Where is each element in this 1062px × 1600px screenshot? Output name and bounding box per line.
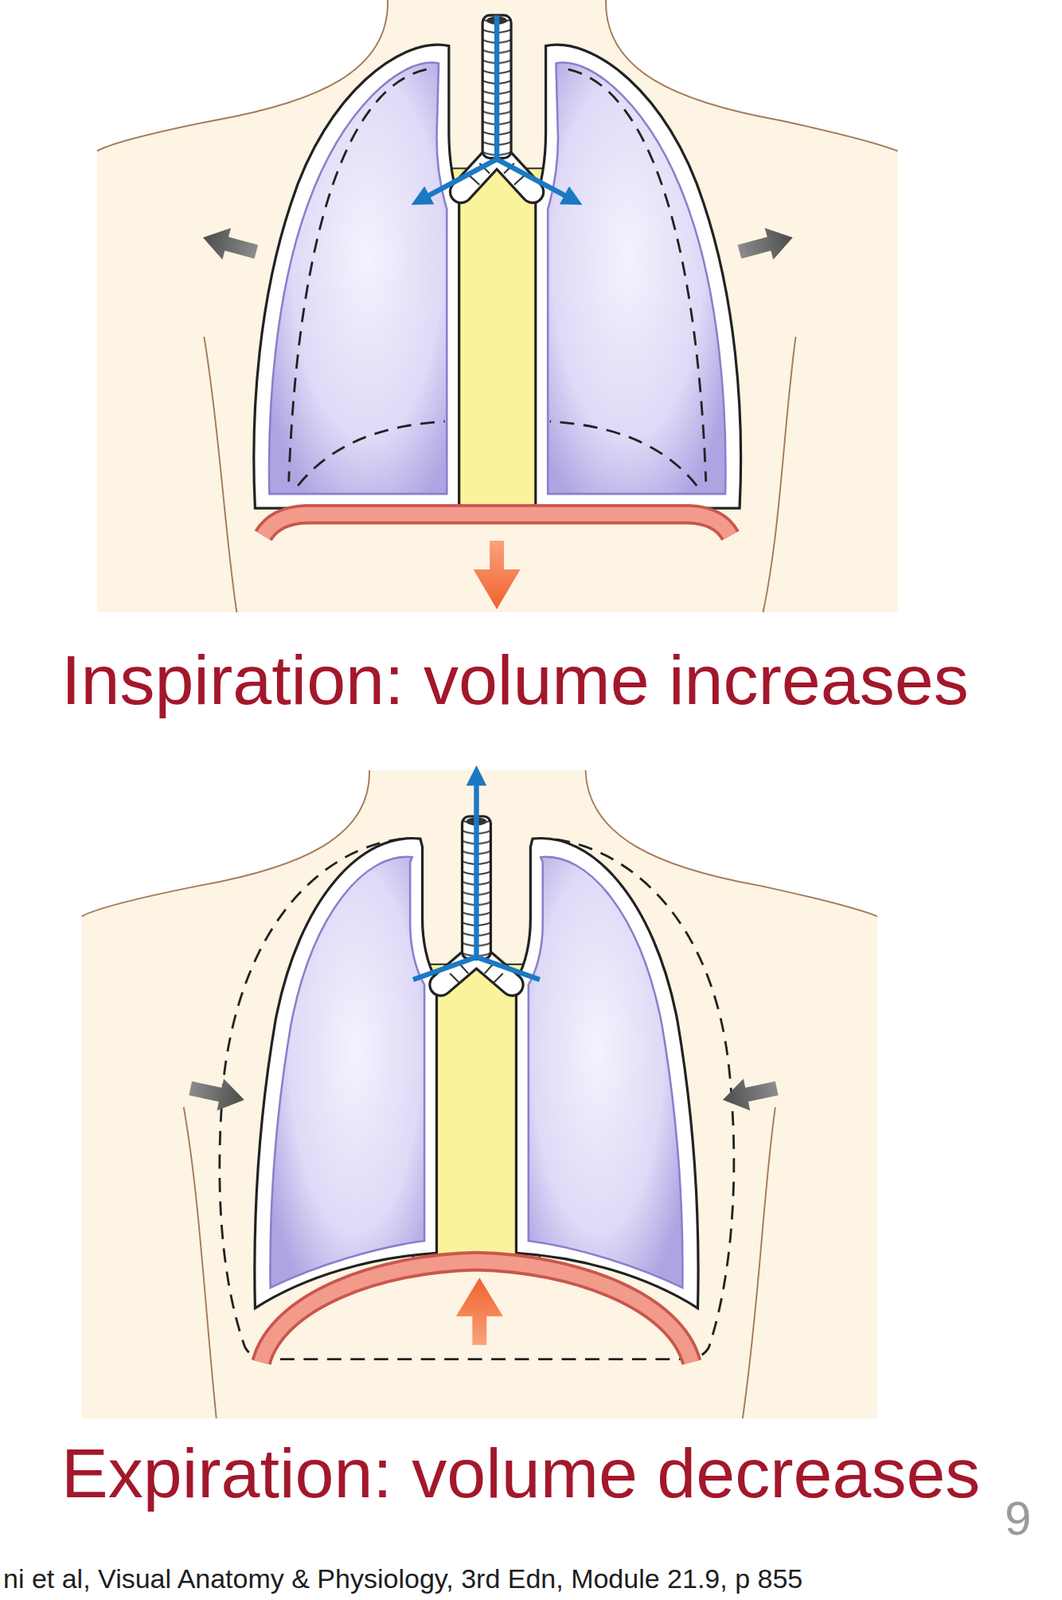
- airflow-arrow: [494, 15, 500, 161]
- rib-movement-arrow: [187, 1072, 781, 1116]
- airflow-arrow: [420, 159, 497, 200]
- source-citation: ni et al, Visual Anatomy & Physiology, 3…: [3, 1563, 803, 1593]
- thorax-inspiration: [263, 514, 731, 536]
- rib-movement-arrow: [199, 221, 797, 268]
- airflow-arrow: [413, 956, 477, 980]
- thorax-expiration: [261, 1261, 692, 1363]
- slide-number: 9: [1004, 1494, 1031, 1543]
- airflow-arrow: [413, 775, 540, 980]
- torso-outline: [203, 336, 237, 613]
- thorax-inspiration: [253, 44, 460, 508]
- torso-outline: [81, 769, 878, 1418]
- diaphragm-arrow: [456, 1276, 504, 1345]
- airflow-arrow: [420, 15, 574, 200]
- diaphragm-arrow: [456, 1276, 504, 1345]
- torso-outline: [742, 1106, 776, 1418]
- thorax-inspiration: [253, 15, 742, 535]
- rib-movement-arrow: [199, 221, 261, 268]
- rib-movement-arrow: [187, 1072, 248, 1116]
- torso-outline: [183, 1106, 217, 1418]
- airflow-arrow: [496, 159, 574, 200]
- thorax-expiration: [254, 838, 438, 1308]
- airflow-arrow: [473, 775, 479, 960]
- thorax-expiration: [515, 838, 699, 1308]
- thorax-inspiration: [535, 44, 742, 508]
- torso-outline: [97, 0, 899, 613]
- torso-outline: [762, 336, 796, 613]
- panel-caption: Inspiration: volume increases: [61, 641, 969, 719]
- rib-movement-arrow: [735, 221, 797, 268]
- panel-caption: Expiration: volume decreases: [61, 1434, 981, 1512]
- airflow-arrow: [476, 956, 539, 980]
- thorax-expiration: [261, 1261, 692, 1363]
- torso-outline: [81, 769, 878, 1418]
- thorax-inspiration: [449, 167, 547, 508]
- thorax-inspiration: [468, 163, 524, 185]
- diaphragm-arrow: [473, 540, 521, 610]
- torso-outline: [97, 0, 899, 613]
- diaphragm-arrow: [473, 540, 521, 610]
- rib-movement-arrow: [719, 1072, 781, 1116]
- thorax-inspiration: [263, 514, 731, 536]
